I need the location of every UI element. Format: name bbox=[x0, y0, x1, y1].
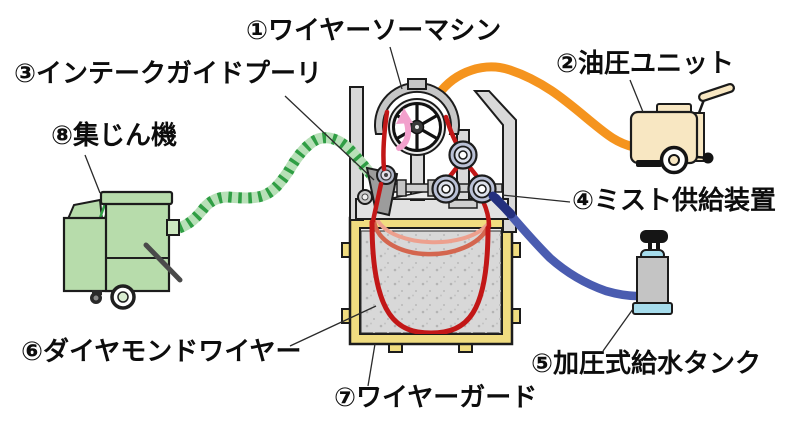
wire-loop-early bbox=[376, 219, 489, 245]
pump-stem bbox=[648, 242, 652, 252]
tank-base bbox=[632, 302, 673, 315]
collector-lid bbox=[99, 190, 174, 206]
leader-8 bbox=[84, 154, 101, 194]
unit-wheel-hub bbox=[668, 154, 680, 166]
dust-collector bbox=[62, 190, 183, 310]
right-frame-post bbox=[472, 90, 517, 233]
upper-guide-pulley bbox=[448, 140, 478, 170]
unit-rear-wheel bbox=[702, 152, 714, 164]
wire-guard-box bbox=[341, 216, 521, 353]
diamond-wire bbox=[369, 219, 491, 334]
rotation-arrow-icon bbox=[396, 120, 412, 151]
label-hydraulic-unit: ②油圧ユニット bbox=[556, 48, 735, 78]
label-diamond-wire: ⑥ダイヤモンドワイヤー bbox=[21, 336, 302, 366]
collector-flap bbox=[66, 198, 104, 220]
label-wire-guard: ⑦ワイヤーガード bbox=[334, 382, 538, 412]
label-dust-collector: ⑧集じん機 bbox=[51, 120, 178, 150]
leader-1 bbox=[389, 46, 403, 90]
label-wire-saw-machine: ①ワイヤーソーマシン bbox=[246, 15, 502, 45]
collector-right-box bbox=[104, 201, 171, 293]
hydraulic-unit bbox=[629, 83, 735, 175]
pump-handle bbox=[640, 230, 668, 243]
caster-hub bbox=[93, 295, 99, 301]
pump-stem bbox=[656, 242, 660, 252]
concrete-speckle bbox=[361, 231, 501, 333]
intake-pulley-hub bbox=[384, 173, 388, 177]
tank-body bbox=[636, 256, 669, 306]
wire-loop-deep bbox=[369, 219, 491, 334]
wire-loop-mid bbox=[371, 219, 491, 257]
leader-7 bbox=[367, 343, 376, 387]
label-intake-guide-pulley: ③インテークガイドプーリ bbox=[14, 58, 323, 88]
flywheel bbox=[374, 78, 460, 156]
mist-nozzle bbox=[488, 191, 516, 219]
label-mist-supply-device: ④ミスト供給装置 bbox=[572, 185, 777, 215]
leader-lines bbox=[84, 46, 644, 387]
guide-pulleys bbox=[431, 140, 497, 204]
leader-2 bbox=[629, 79, 644, 113]
lower-left-guide-pulley bbox=[431, 174, 461, 204]
blue-water-hose bbox=[491, 193, 643, 301]
side-roller-hub bbox=[361, 193, 369, 201]
collector-handle bbox=[143, 242, 183, 283]
rotation-arrow-head bbox=[396, 108, 413, 124]
pressurized-water-tank bbox=[632, 230, 673, 315]
leader-6 bbox=[289, 305, 377, 347]
wheel-hub-dot bbox=[415, 125, 419, 129]
leader-4 bbox=[501, 194, 571, 203]
orange-hydraulic-hose bbox=[433, 62, 639, 152]
handle-grip bbox=[700, 85, 733, 100]
unit-skid bbox=[636, 160, 662, 167]
leader-5 bbox=[602, 308, 634, 352]
axle-clamp bbox=[396, 179, 407, 197]
collector-wheel-hub bbox=[117, 291, 129, 303]
leader-3 bbox=[284, 95, 375, 181]
collector-hose-port bbox=[166, 219, 180, 236]
guard-top-cap bbox=[407, 78, 427, 90]
green-suction-hose bbox=[173, 132, 380, 234]
label-pressurized-water-tank: ⑤加圧式給水タンク bbox=[531, 348, 762, 378]
mist-supply-device bbox=[488, 191, 643, 301]
wheel-guard bbox=[374, 81, 460, 135]
lower-right-guide-pulley bbox=[467, 174, 497, 204]
pulley-stand-foot bbox=[448, 199, 478, 209]
